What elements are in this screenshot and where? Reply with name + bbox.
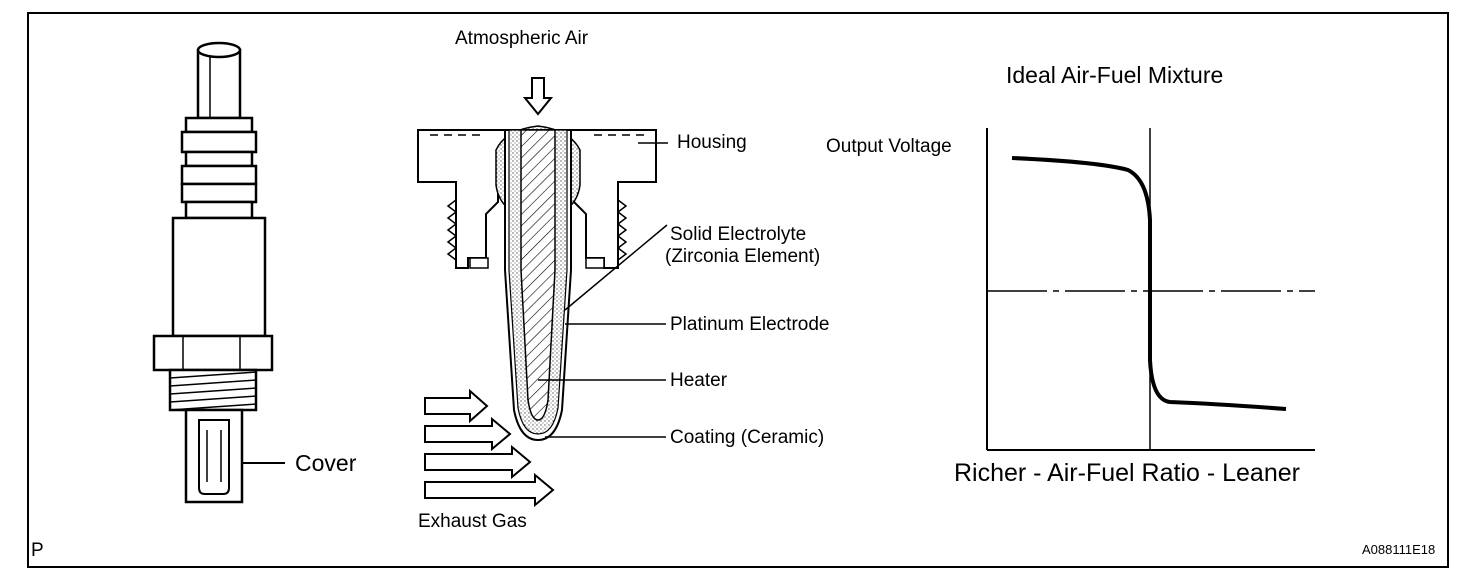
cover-label: Cover (295, 450, 357, 476)
figure-code: A088111E18 (1362, 542, 1436, 557)
right-arrow-icon (424, 416, 512, 452)
down-arrow-icon (522, 77, 554, 116)
exhaust-gas-arrows (424, 388, 555, 508)
exhaust-gas-label: Exhaust Gas (418, 511, 527, 532)
atmospheric-air-label: Atmospheric Air (455, 28, 589, 49)
coating-label: Coating (Ceramic) (670, 427, 825, 448)
chart-x-label: Richer - Air-Fuel Ratio - Leaner (954, 459, 1300, 487)
figure-frame (27, 12, 1449, 568)
zirconia-element-label: (Zirconia Element) (665, 246, 821, 267)
housing-label: Housing (677, 132, 747, 153)
heater-label: Heater (670, 370, 728, 391)
right-arrow-icon (424, 388, 489, 424)
chart-y-label: Output Voltage (826, 136, 952, 157)
sensor-cross-section (417, 77, 668, 442)
solid-electrolyte-label: Solid Electrolyte (670, 224, 807, 245)
platinum-electrode-label: Platinum Electrode (670, 314, 830, 335)
right-arrow-icon (424, 444, 532, 480)
chart-title: Ideal Air-Fuel Mixture (1006, 62, 1224, 88)
voltage-chart (986, 128, 1315, 451)
right-arrow-icon (424, 472, 555, 508)
voltage-curve (1011, 156, 1287, 411)
corner-letter: P (31, 540, 44, 561)
oxygen-sensor-illustration (152, 41, 285, 504)
